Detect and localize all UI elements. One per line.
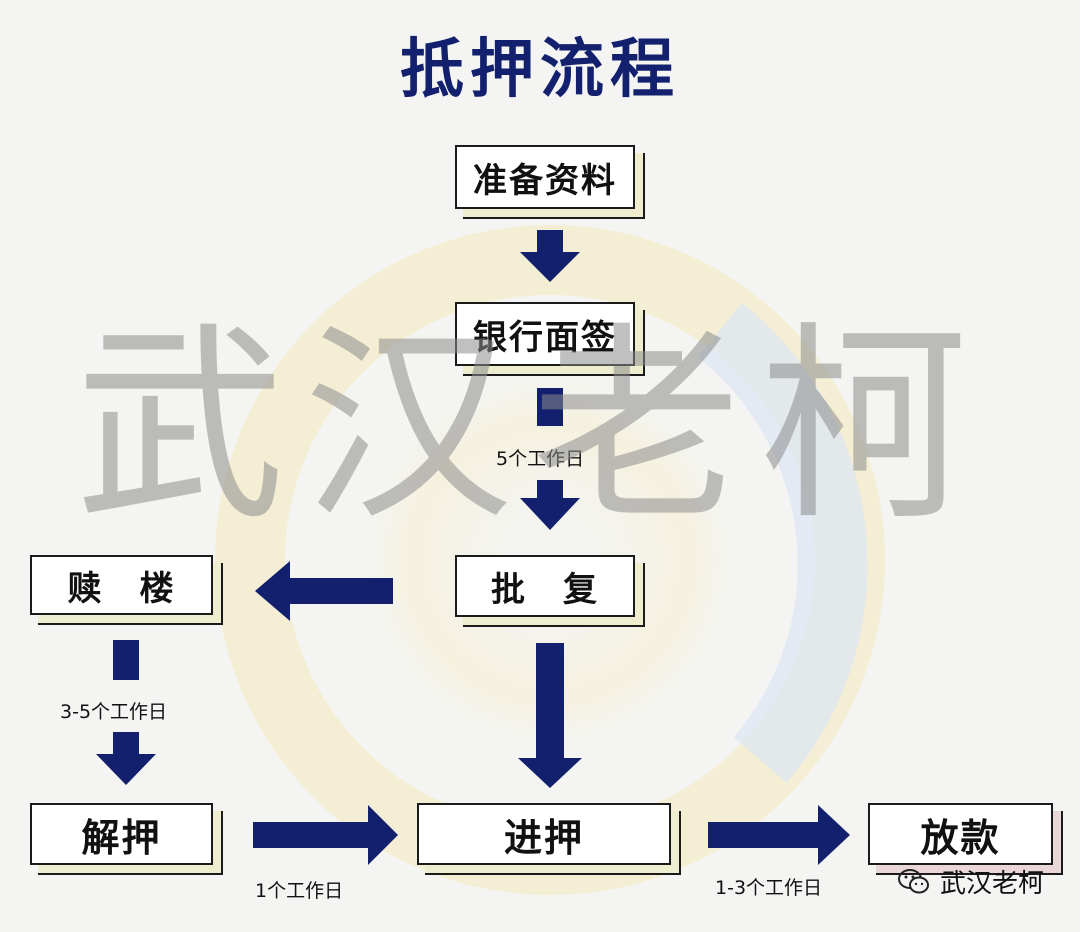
arrow-prepare-to-sign: [520, 230, 580, 282]
arrow-sign-to-approval: [520, 388, 580, 530]
node-approval: 批 复: [455, 555, 635, 617]
node-loan-disbursement: 放款: [868, 803, 1053, 865]
page-title: 抵押流程: [400, 33, 680, 107]
node-release-mortgage: 解押: [30, 803, 213, 865]
label-mortgage-to-loan: 1-3个工作日: [715, 877, 823, 899]
node-bank-signing: 银行面签: [455, 302, 635, 366]
node-redeem-property: 赎 楼: [30, 555, 213, 615]
arrow-approval-to-mortgage: [518, 643, 582, 788]
arrow-release-to-mortgage: [253, 805, 398, 865]
node-register-mortgage: 进押: [417, 803, 671, 865]
label-sign-to-approval: 5个工作日: [496, 448, 585, 470]
footer-account-name: 武汉老柯: [939, 869, 1044, 899]
label-redeem-to-release: 3-5个工作日: [60, 701, 168, 723]
arrow-redeem-to-release: [96, 640, 156, 785]
arrow-mortgage-to-loan: [708, 805, 850, 865]
arrow-approval-to-redeem: [255, 561, 393, 621]
node-prepare-documents: 准备资料: [455, 145, 635, 209]
watermark-text: 武汉老柯: [75, 304, 988, 549]
wechat-icon: [897, 868, 929, 893]
label-release-to-mortgage: 1个工作日: [255, 880, 344, 902]
footer-account[interactable]: 武汉老柯: [897, 863, 1044, 900]
